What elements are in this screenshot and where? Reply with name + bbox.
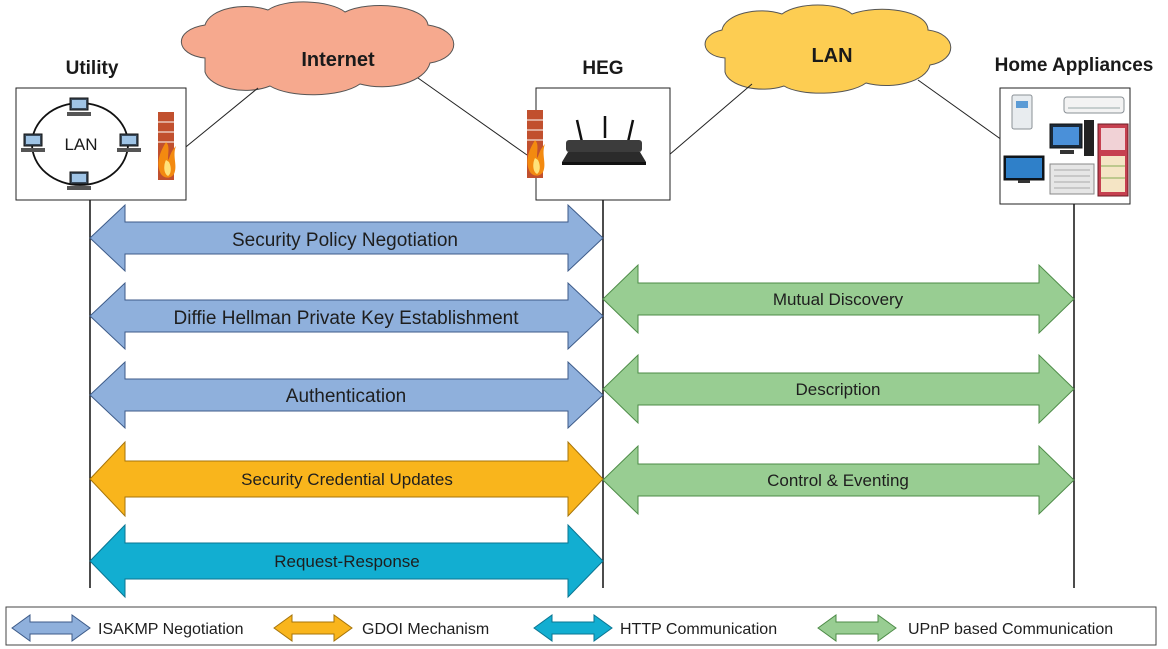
- arrow-security-policy-negotiation: Security Policy Negotiation: [89, 203, 604, 273]
- arrow-description: Description: [602, 353, 1075, 425]
- lan-cloud: LAN: [704, 4, 952, 94]
- arrow-shape: [89, 523, 604, 599]
- tv-icon: [1003, 155, 1045, 183]
- left-arrows: Security Policy Negotiation Diffie Hellm…: [89, 203, 604, 599]
- legend-arrow: [817, 614, 897, 642]
- legend-label: UPnP based Communication: [908, 621, 1113, 638]
- arrow-request-response: Request-Response: [89, 523, 604, 599]
- arrow-label: Request-Response: [274, 552, 420, 571]
- internet-heg-link: [417, 77, 528, 156]
- lan-home-link: [917, 79, 1003, 141]
- arrow-label: Control & Eventing: [767, 471, 909, 490]
- arrow-mutual-discovery: Mutual Discovery: [602, 263, 1075, 335]
- legend-item-isakmp: ISAKMP Negotiation: [11, 614, 244, 642]
- lan-cloud-shape: [704, 4, 952, 94]
- legend-label: ISAKMP Negotiation: [98, 621, 244, 638]
- arrow-security-credential-updates: Security Credential Updates: [89, 440, 604, 518]
- arrow-shape: [89, 203, 604, 273]
- arrow-diffie-hellman: Diffie Hellman Private Key Establishment: [89, 281, 604, 351]
- heater-icon: [1049, 163, 1095, 195]
- utility-lan-label: LAN: [64, 135, 97, 154]
- arrow-shape: [602, 263, 1075, 335]
- arrow-shape: [602, 444, 1075, 516]
- arrow-authentication: Authentication: [89, 360, 604, 430]
- arrow-shape: [602, 353, 1075, 425]
- arrow-label: Security Policy Negotiation: [232, 230, 458, 251]
- utility-title: Utility: [66, 58, 119, 79]
- firewall-icon: [158, 112, 176, 180]
- right-arrows: Mutual Discovery Description Control & E…: [602, 263, 1075, 516]
- firewall-icon: [527, 110, 545, 178]
- arrow-label: Security Credential Updates: [241, 470, 453, 489]
- lan-cloud-label: LAN: [811, 45, 852, 67]
- arrow-label: Mutual Discovery: [773, 290, 904, 309]
- internet-cloud-shape: [180, 1, 455, 96]
- arrow-label: Authentication: [286, 386, 406, 407]
- desktop-computer-icon: [1049, 120, 1094, 156]
- arrow-shape: [89, 281, 604, 351]
- water-heater-icon: [1011, 94, 1033, 130]
- arrow-control-eventing: Control & Eventing: [602, 444, 1075, 516]
- arrow-label: Description: [795, 380, 880, 399]
- router-icon: [562, 116, 646, 165]
- legend-label: HTTP Communication: [620, 621, 777, 638]
- legend-arrow: [533, 614, 613, 642]
- legend-item-gdoi: GDOI Mechanism: [273, 614, 489, 642]
- utility-box: LAN: [15, 87, 187, 201]
- heg-lan-link: [668, 83, 753, 156]
- legend-item-http: HTTP Communication: [533, 614, 777, 642]
- heg-box: [527, 87, 671, 201]
- legend-arrow: [273, 614, 353, 642]
- legend-arrow: [11, 614, 91, 642]
- arrow-shape: [89, 440, 604, 518]
- home-appliances-title: Home Appliances: [995, 55, 1154, 76]
- arrow-shape: [89, 360, 604, 430]
- computer-icon: [21, 133, 45, 152]
- computer-icon: [67, 171, 91, 190]
- legend-label: GDOI Mechanism: [362, 621, 489, 638]
- utility-internet-link: [175, 87, 259, 156]
- internet-label: Internet: [301, 49, 375, 71]
- heg-title: HEG: [582, 58, 623, 79]
- refrigerator-icon: [1097, 123, 1129, 197]
- air-conditioner-icon: [1063, 96, 1125, 114]
- computer-icon: [117, 133, 141, 152]
- internet-cloud: Internet: [180, 1, 455, 96]
- home-appliances-box: [999, 87, 1131, 205]
- computer-icon: [67, 97, 91, 116]
- legend-item-upnp: UPnP based Communication: [817, 614, 1113, 642]
- arrow-label: Diffie Hellman Private Key Establishment: [174, 308, 520, 329]
- legend: ISAKMP Negotiation GDOI Mechanism HTTP C…: [5, 606, 1157, 646]
